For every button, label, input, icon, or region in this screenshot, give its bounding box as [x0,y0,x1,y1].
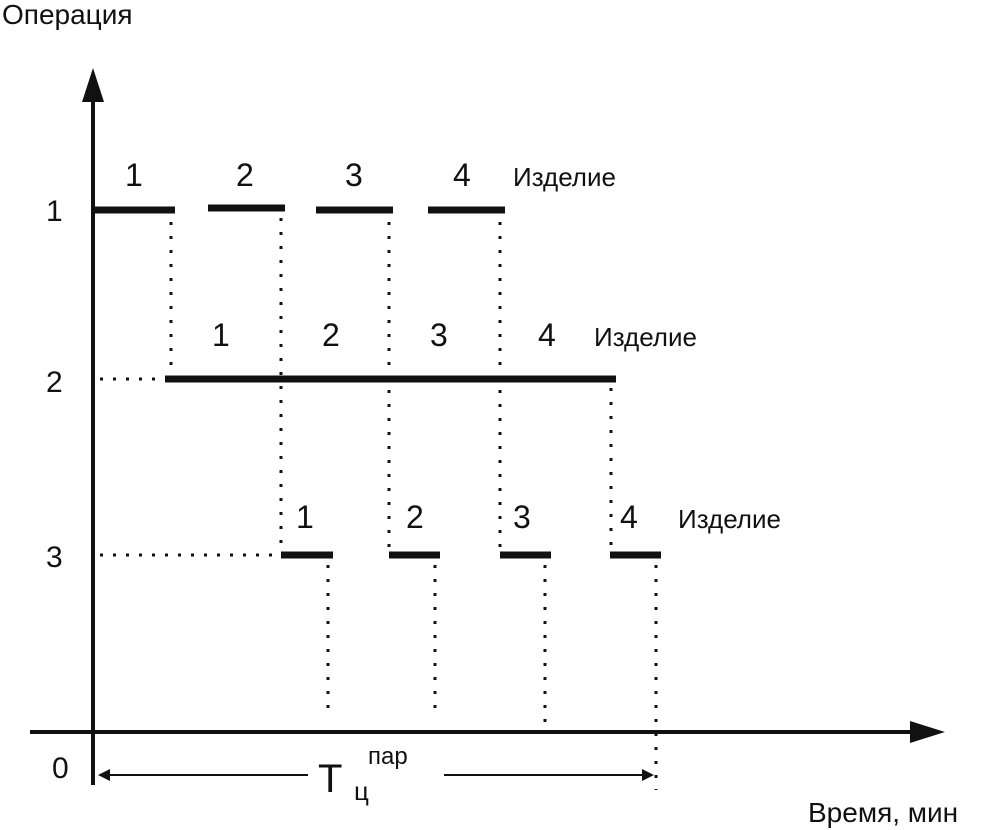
row2-item-2-label: 2 [322,317,340,353]
cycle-symbol: T [318,757,342,801]
row-operation-2: 1 2 3 4 Изделие [100,317,697,383]
x-axis-title: Время, мин [808,797,958,828]
row-operation-1: 1 2 3 4 Изделие [93,157,616,214]
row1-item-2-label: 2 [236,157,254,193]
row1-item-word: Изделие [513,162,616,192]
origin-label: 0 [52,752,69,785]
operation-tick-2: 2 [46,366,63,399]
row3-item-1-label: 1 [296,499,314,535]
row2-item-4-label: 4 [538,317,556,353]
cycle-subscript: ц [354,776,369,806]
y-axis-title: Операция [2,0,133,30]
dotted-connectors [169,218,658,790]
row1-item-3-label: 3 [345,157,363,193]
y-axis-arrow-icon [82,68,104,102]
row3-item-3-label: 3 [513,499,531,535]
row2-item-3-label: 3 [430,317,448,353]
row1-item-4-label: 4 [453,157,471,193]
row3-item-2-label: 2 [406,499,424,535]
operation-tick-1: 1 [46,195,63,228]
cycle-duration: T ц пар [98,743,654,806]
x-axis-arrow-icon [910,721,945,743]
row3-item-word: Изделие [678,504,781,534]
row2-item-word: Изделие [594,322,697,352]
cycle-superscript: пар [368,743,408,770]
row-operation-3: 1 2 3 4 Изделие [100,499,781,559]
row2-item-1-label: 1 [212,317,230,353]
row3-item-4-label: 4 [620,499,638,535]
row1-item-1-label: 1 [125,157,143,193]
operation-tick-3: 3 [46,541,63,574]
